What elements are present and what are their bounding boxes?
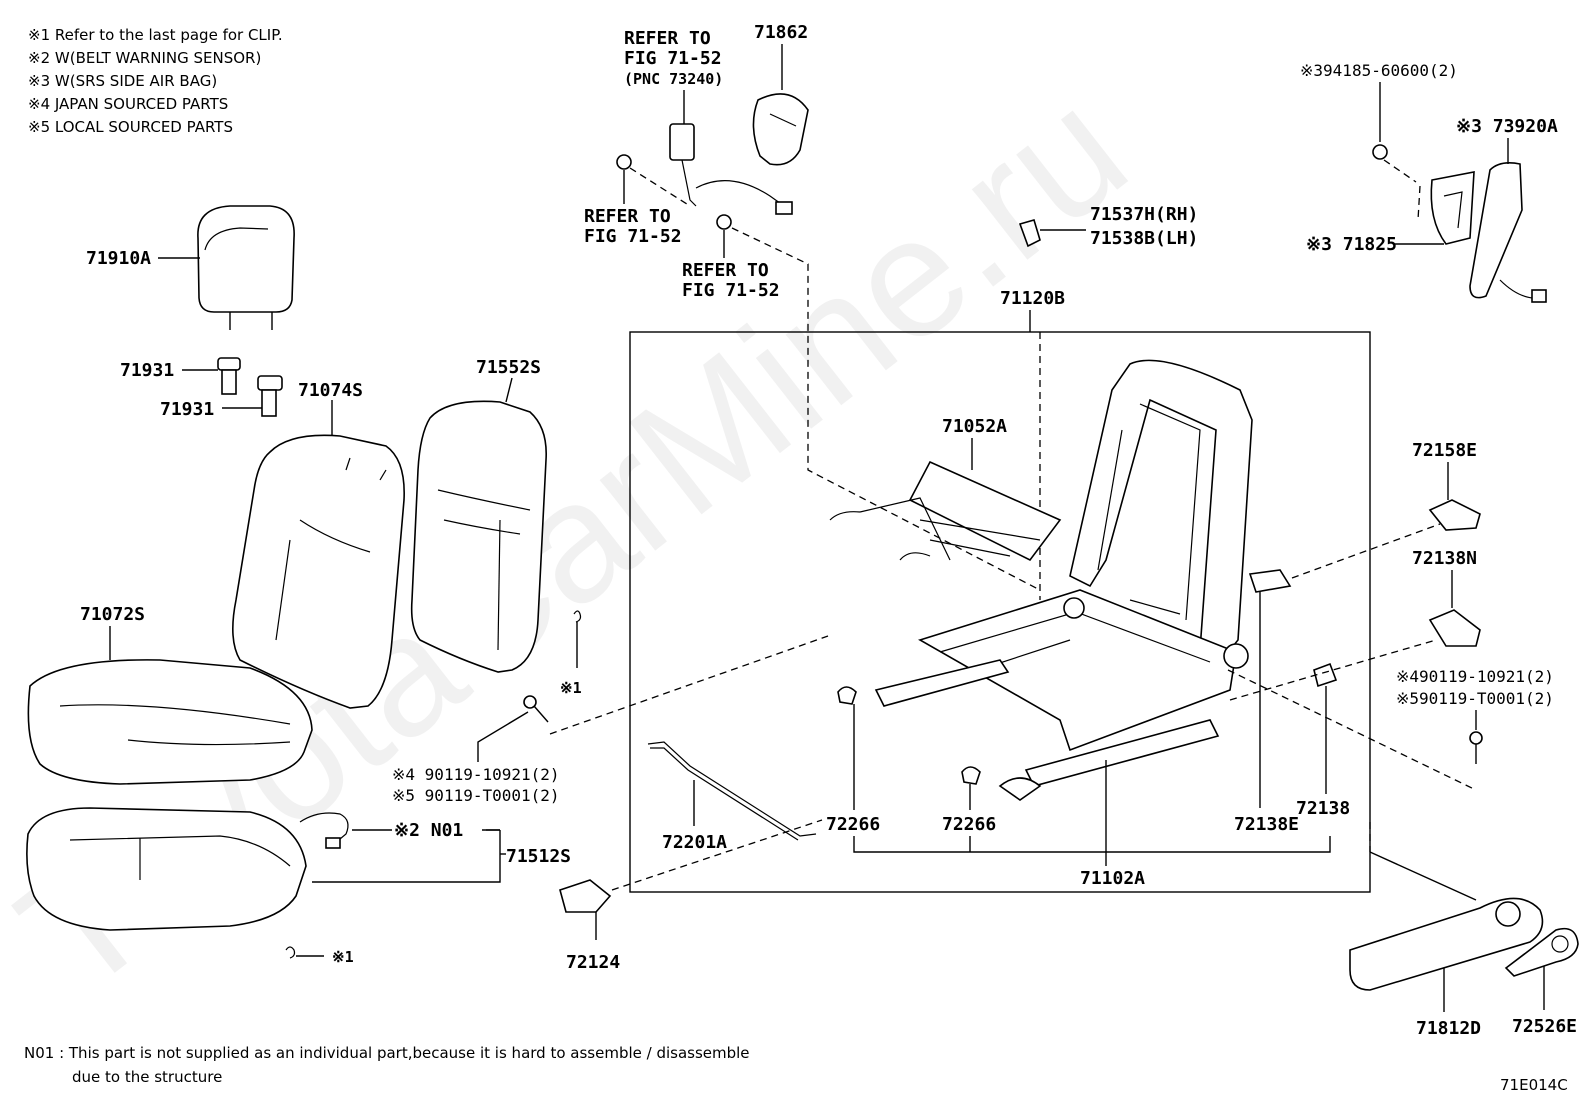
label-71862: 71862 [754, 22, 808, 43]
refer-low-1: REFER TO [682, 260, 769, 281]
label-71910A: 71910A [86, 248, 151, 269]
seatbelt-buckle[interactable] [669, 123, 793, 215]
label-72138: 72138 [1296, 798, 1350, 819]
legend-notes: ※1 Refer to the last page for CLIP. ※2 W… [28, 26, 283, 136]
seatback-cover[interactable] [232, 434, 405, 709]
clip-72266-a[interactable] [837, 686, 857, 705]
seatback-pad[interactable] [410, 400, 547, 673]
label-73920A: ※3 73920A [1456, 116, 1558, 137]
clip-label-a: ※1 [560, 679, 582, 697]
note-1: ※1 Refer to the last page for CLIP. [28, 26, 283, 44]
cover-72138[interactable] [1313, 662, 1338, 688]
cover-71862[interactable] [752, 93, 809, 166]
cap-71537H[interactable] [1018, 219, 1041, 248]
wire-72201A[interactable] [647, 741, 817, 841]
label-72266-a: 72266 [826, 814, 880, 835]
clip-label-b: ※1 [332, 948, 354, 966]
refer-low-2: FIG 71-52 [682, 280, 780, 301]
seat-spring-mat[interactable] [829, 460, 1062, 562]
note-5: ※5 LOCAL SOURCED PARTS [28, 118, 233, 136]
label-72266-b: 72266 [942, 814, 996, 835]
label-72526E: 72526E [1512, 1016, 1577, 1037]
label-72138E: 72138E [1234, 814, 1299, 835]
recliner-knob[interactable] [1504, 927, 1579, 977]
label-bolt2-local: ※590119-T0001(2) [1396, 689, 1554, 708]
label-71825: ※3 71825 [1306, 234, 1397, 255]
cover-72138N[interactable] [1428, 609, 1481, 647]
label-71102A: 71102A [1080, 868, 1145, 889]
label-72201A: 72201A [662, 832, 727, 853]
headrest-part[interactable] [197, 205, 295, 330]
side-airbag[interactable] [1469, 162, 1547, 303]
footnote-line-1: N01 : This part is not supplied as an in… [24, 1044, 750, 1062]
label-71074S: 71074S [298, 380, 363, 401]
label-71931-a: 71931 [120, 360, 174, 381]
label-72138N: 72138N [1412, 548, 1477, 569]
label-71537H: 71537H(RH) [1090, 204, 1198, 225]
frame-assembly-box [629, 331, 1371, 893]
label-nut: ※394185-60600(2) [1300, 61, 1458, 80]
note-4: ※4 JAPAN SOURCED PARTS [28, 95, 228, 113]
label-N01: ※2 N01 [394, 820, 463, 841]
cover-72158E[interactable] [1428, 499, 1481, 531]
label-71120B: 71120B [1000, 288, 1065, 309]
refer-top-3: (PNC 73240) [624, 70, 723, 88]
seat-cushion-cover[interactable] [27, 659, 313, 785]
seat-cushion-pad[interactable] [26, 807, 307, 931]
label-71512S: 71512S [506, 846, 571, 867]
label-71812D: 71812D [1416, 1018, 1481, 1039]
headrest-guide-1[interactable] [217, 357, 241, 395]
clip-72266-b[interactable] [961, 766, 981, 785]
refer-top-1: REFER TO [624, 28, 711, 49]
seat-frame[interactable] [874, 359, 1253, 801]
label-72158E: 72158E [1412, 440, 1477, 461]
footnote-line-2: due to the structure [72, 1068, 222, 1086]
figure-code: 71E014C [1500, 1076, 1568, 1094]
airbag-bracket[interactable] [1430, 171, 1475, 245]
label-71931-b: 71931 [160, 399, 214, 420]
bolt-right[interactable] [1469, 731, 1483, 764]
cover-72124[interactable] [559, 879, 612, 913]
bolt-left[interactable] [523, 695, 549, 723]
label-71552S: 71552S [476, 357, 541, 378]
cover-72138E[interactable] [1248, 569, 1292, 593]
label-72124: 72124 [566, 952, 620, 973]
refer-mid-1: REFER TO [584, 206, 671, 227]
label-bolt-jp: ※4 90119-10921(2) [392, 765, 560, 784]
belt-warning-sensor[interactable] [299, 812, 349, 849]
seat-lever-cover[interactable] [1349, 897, 1544, 991]
note-3: ※3 W(SRS SIDE AIR BAG) [28, 72, 217, 90]
refer-top-2: FIG 71-52 [624, 48, 722, 69]
label-bolt-local: ※5 90119-T0001(2) [392, 786, 560, 805]
refer-mid-2: FIG 71-52 [584, 226, 682, 247]
label-bolt2-jp: ※490119-10921(2) [1396, 667, 1554, 686]
label-71052A: 71052A [942, 416, 1007, 437]
label-71538B: 71538B(LH) [1090, 228, 1198, 249]
headrest-guide-2[interactable] [257, 375, 283, 417]
note-2: ※2 W(BELT WARNING SENSOR) [28, 49, 261, 67]
label-71072S: 71072S [80, 604, 145, 625]
